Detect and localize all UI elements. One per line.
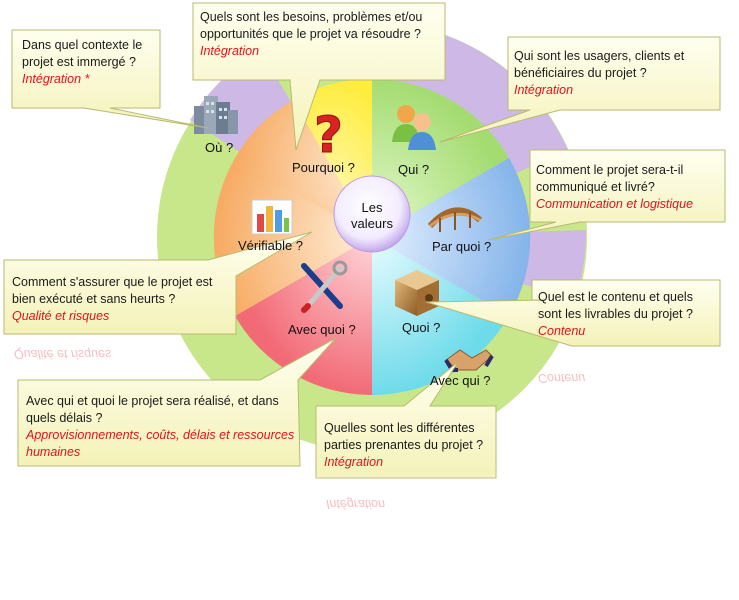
callout-avec-quoi-question: Avec qui et quoi le projet sera réalisé,…: [26, 394, 279, 425]
center-label-line1: Les: [361, 200, 383, 215]
reflection-verifiable-ref: Qualité et risques: [14, 347, 112, 361]
segment-label-avec-quoi: Avec quoi ?: [288, 322, 356, 337]
bridge-icon: [427, 207, 482, 232]
callout-ou: [11, 29, 209, 129]
callout-quoi-reference: Contenu: [538, 324, 586, 338]
callout-qui-text: Qui sont les usagers, clients et bénéfic…: [514, 48, 714, 99]
center-label: Les valeurs: [330, 200, 414, 232]
reflection-avec-qui-ref: Intégration: [326, 497, 386, 511]
reflection-quoi-ref: Contenu: [538, 371, 586, 385]
bar-chart-icon: [251, 199, 293, 235]
segment-label-par-quoi: Par quoi ?: [432, 239, 492, 254]
segment-avec-quoi: [235, 237, 372, 396]
tools-icon: [301, 260, 348, 313]
package-icon: [395, 270, 439, 316]
callout-ou-text: Dans quel contexte le projet est immergé…: [22, 37, 154, 88]
callout-avec-quoi: [17, 337, 337, 467]
callout-avec-quoi-reference: Approvisionnements, coûts, délais et res…: [26, 428, 295, 459]
callout-pourquoi-reference: Intégration: [200, 44, 260, 58]
callout-avec-qui-reference: Intégration: [324, 455, 384, 469]
callout-avec-qui-question: Quelles sont les différentes parties pre…: [324, 421, 484, 452]
callout-pourquoi: [192, 2, 446, 151]
callout-verifiable-reference: Qualité et risques: [12, 309, 110, 323]
callout-verifiable: [3, 231, 313, 335]
segment-label-verifiable: Vérifiable ?: [238, 238, 304, 253]
callout-par-quoi-reference: Communication et logistique: [536, 197, 694, 211]
callout-ou-question: Dans quel contexte le projet est immergé…: [22, 38, 143, 69]
callout-par-quoi-question: Comment le projet sera-t-il communiqué e…: [536, 163, 684, 194]
svg-text:?: ?: [314, 106, 343, 164]
callout-quoi: [425, 279, 721, 347]
callout-par-quoi: [487, 149, 726, 241]
callout-qui-question: Qui sont les usagers, clients et bénéfic…: [514, 49, 685, 80]
center-circle: [333, 175, 411, 253]
buildings-icon: [194, 96, 238, 134]
callout-qui: [439, 36, 721, 143]
users-icon: [392, 105, 436, 150]
callout-quoi-question: Quel est le contenu et quels sont les li…: [538, 290, 693, 321]
callout-par-quoi-text: Comment le projet sera-t-il communiqué e…: [536, 162, 722, 213]
segment-label-ou: Où ?: [205, 140, 234, 155]
segment-par-quoi: [372, 158, 531, 316]
callout-qui-reference: Intégration: [514, 83, 574, 97]
callout-pourquoi-question: Quels sont les besoins, problèmes et/ou …: [200, 10, 423, 41]
segment-label-quoi: Quoi ?: [402, 320, 441, 335]
segment-label-pourquoi: Pourquoi ?: [292, 160, 355, 175]
callout-verifiable-text: Comment s'assurer que le projet est bien…: [12, 274, 234, 325]
question-mark-icon: ?: [314, 106, 344, 165]
segment-label-avec-qui: Avec qui ?: [430, 373, 491, 388]
callout-pourquoi-text: Quels sont les besoins, problèmes et/ou …: [200, 9, 440, 60]
callout-ou-reference: Intégration *: [22, 72, 90, 86]
center-label-line2: valeurs: [351, 216, 393, 231]
callout-avec-quoi-text: Avec qui et quoi le projet sera réalisé,…: [26, 393, 296, 461]
callout-verifiable-question: Comment s'assurer que le projet est bien…: [12, 275, 213, 306]
callout-quoi-text: Quel est le contenu et quels sont les li…: [538, 289, 716, 340]
reflection-fade: [0, 470, 739, 540]
callout-avec-qui-text: Quelles sont les différentes parties pre…: [324, 420, 494, 471]
segment-label-qui: Qui ?: [398, 162, 430, 177]
